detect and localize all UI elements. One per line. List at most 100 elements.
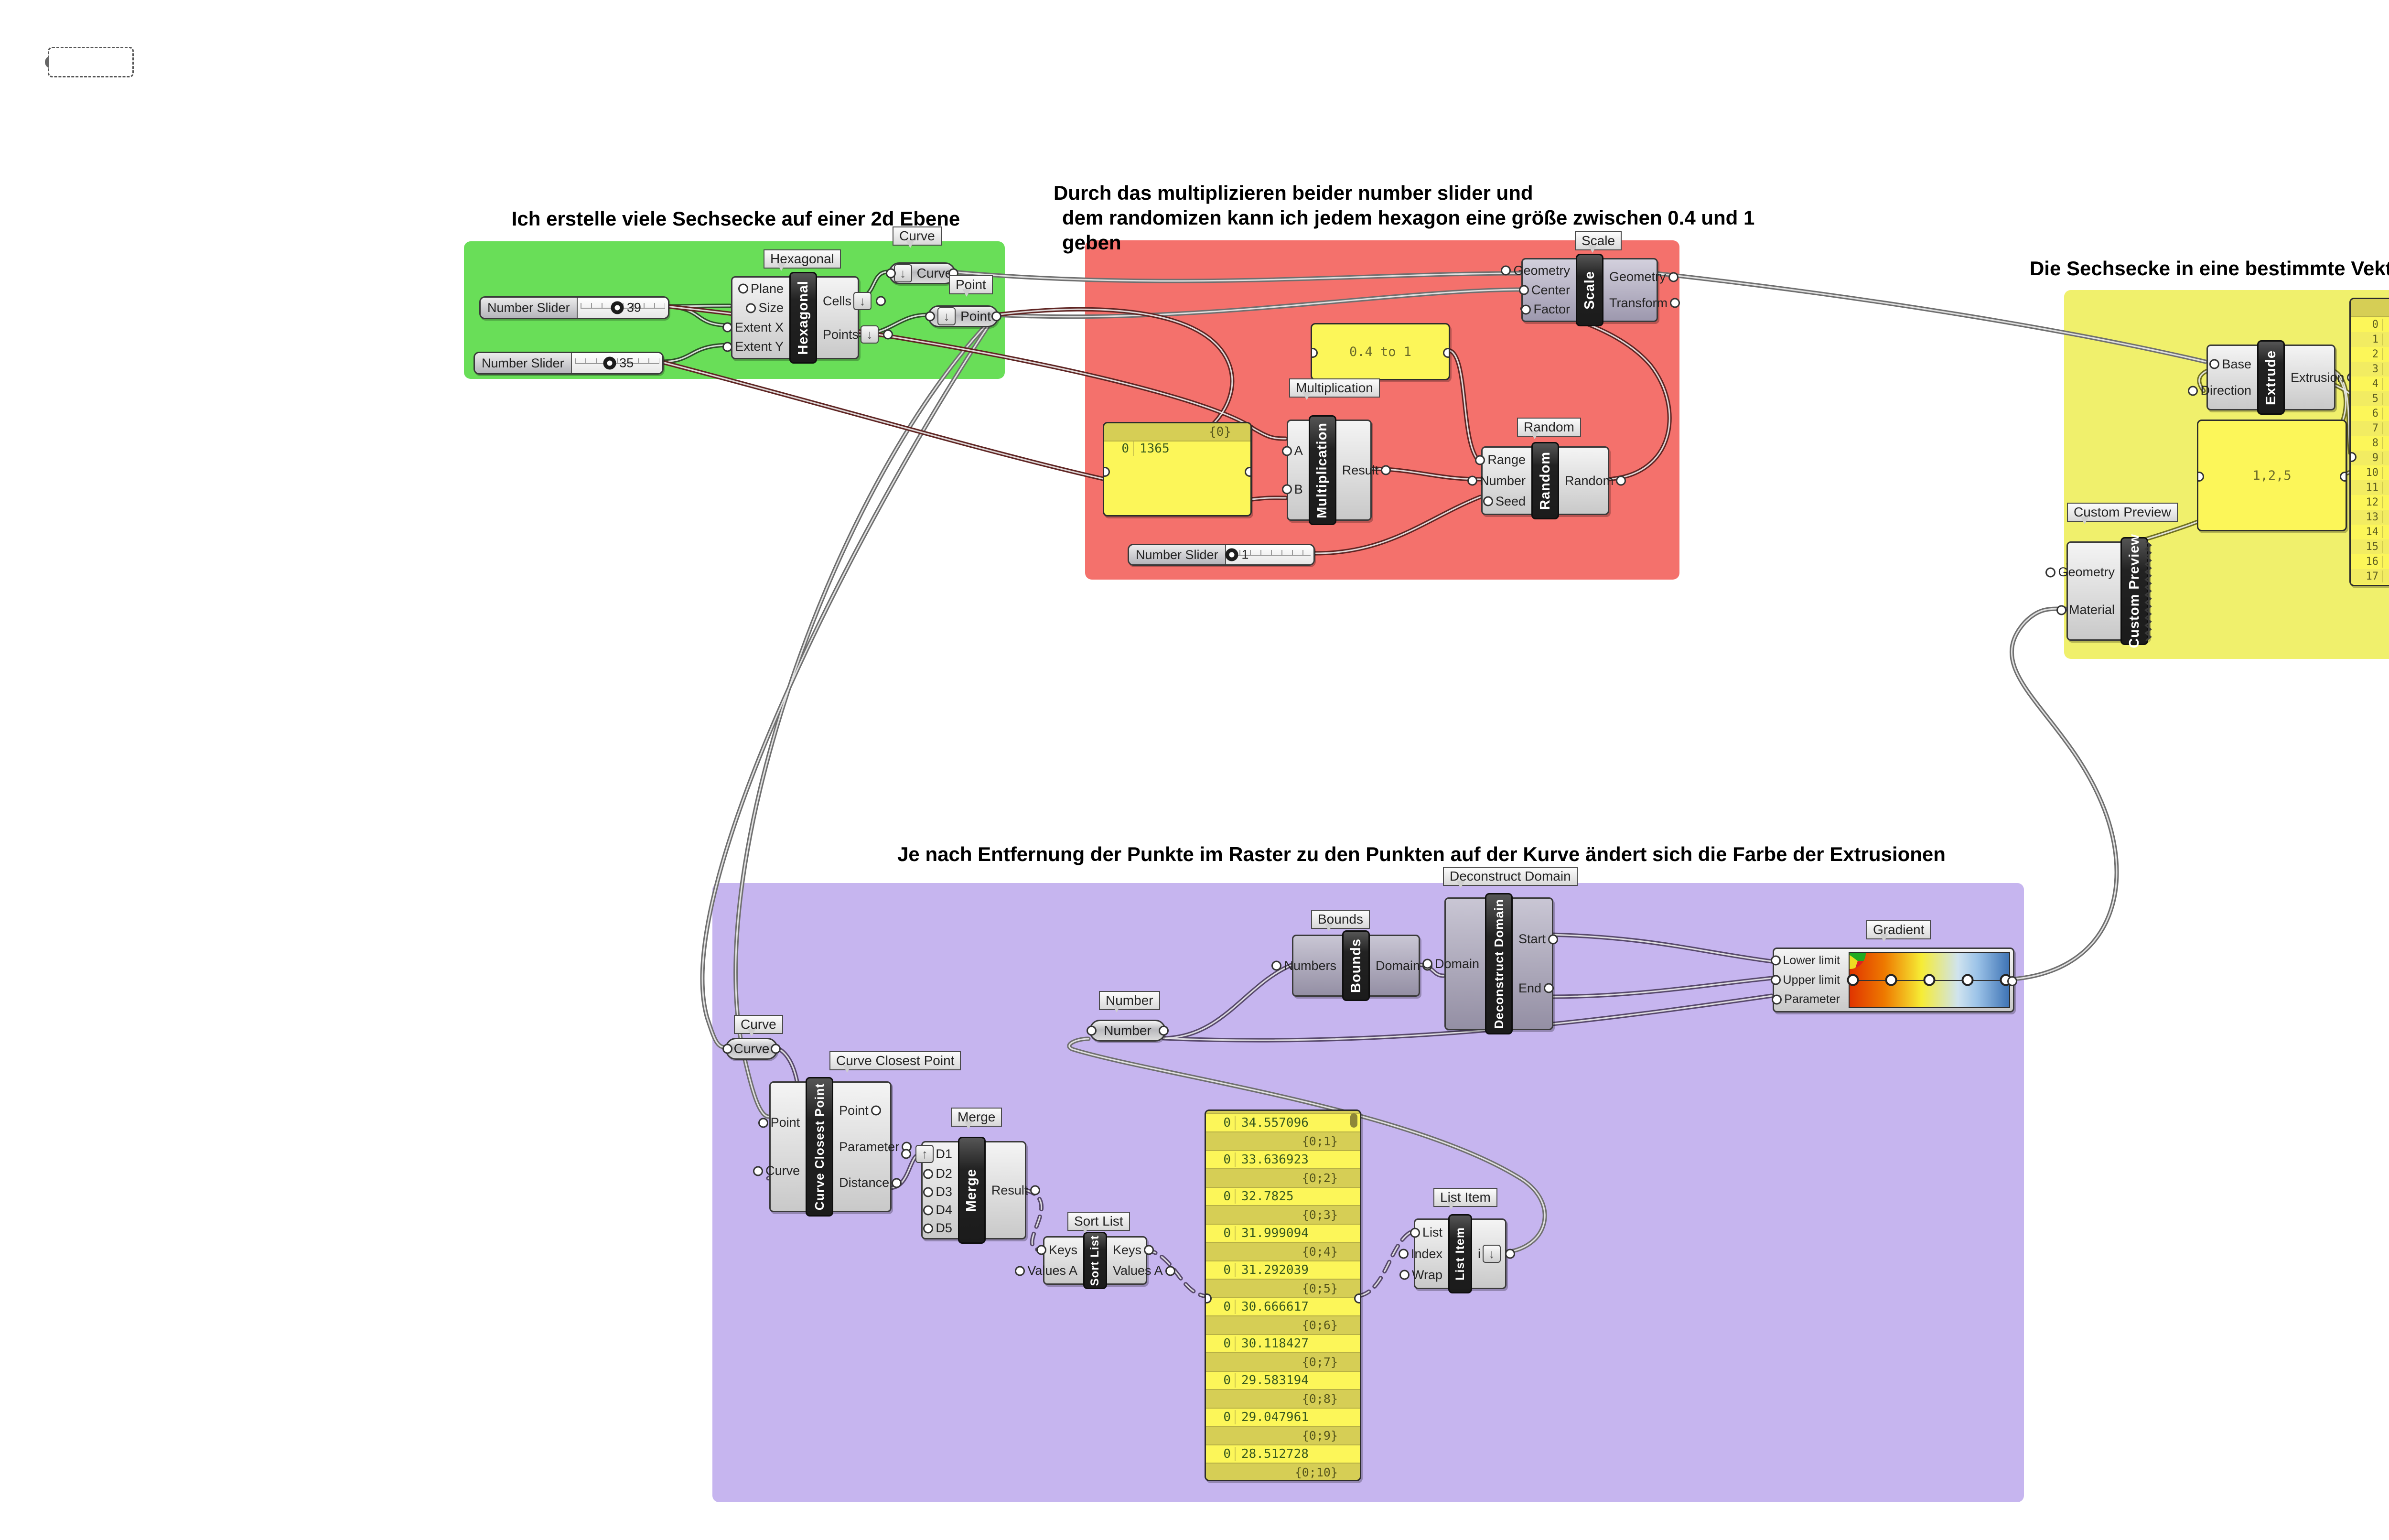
merge-component[interactable]: ↑D1 D2 D3 D4 D5 Merge Result	[915, 1137, 1028, 1244]
gradient-input-lower-limit[interactable]: Lower limit	[1777, 953, 1846, 969]
flatten-icon[interactable]: ↓	[861, 325, 879, 344]
random-component[interactable]: Range Number Seed Random Random	[1480, 442, 1614, 519]
multiplication-input-b[interactable]: B	[1289, 481, 1309, 498]
direction-panel[interactable]: 1,2,5	[2197, 420, 2347, 531]
random-input-number[interactable]: Number	[1474, 473, 1531, 489]
panel-input-nub[interactable]	[1206, 1293, 1212, 1303]
scale-component[interactable]: Geometry Center Factor Scale Geometry Tr…	[1513, 254, 1668, 326]
count-panel[interactable]: {0} 0 1365	[1103, 422, 1252, 517]
hexagonal-input-size[interactable]: Size	[753, 300, 789, 316]
dd-output-start[interactable]: Start	[1513, 931, 1551, 948]
bounds-component[interactable]: Numbers Bounds Domain	[1284, 930, 1420, 1001]
number-param[interactable]: Number	[1089, 1020, 1166, 1042]
dd-output-end[interactable]: End	[1513, 980, 1547, 997]
wire[interactable]	[2011, 608, 2118, 980]
panel-output-nub[interactable]	[1354, 1293, 1360, 1303]
number-slider-35-track[interactable]: 35	[571, 353, 662, 373]
merge-input-d4[interactable]: D4	[930, 1202, 958, 1218]
ccp-output-point[interactable]: Point	[833, 1102, 874, 1119]
gradient-grip[interactable]	[1847, 974, 1859, 986]
flatten-icon[interactable]: ↓	[893, 264, 912, 282]
scale-input-geometry[interactable]: Geometry	[1507, 262, 1576, 279]
random-input-range[interactable]: Range	[1482, 452, 1531, 468]
extrude-output-extrusion[interactable]: Extrusion	[2285, 369, 2350, 386]
panel-input-nub[interactable]	[1104, 467, 1110, 477]
panel-input-nub[interactable]	[2198, 472, 2204, 482]
deconstruct-domain-component[interactable]: Domain Deconstruct Domain Start End	[1435, 893, 1553, 1034]
random-input-seed[interactable]: Seed	[1490, 493, 1531, 510]
slider-knob[interactable]	[611, 301, 624, 314]
list-item-input-wrap[interactable]: Wrap	[1406, 1267, 1448, 1283]
point-param-green[interactable]: ↓ Point	[928, 305, 999, 327]
ccp-input-point[interactable]: Point	[765, 1114, 806, 1131]
ccp-input-curve[interactable]: Curve	[760, 1163, 806, 1179]
gradient-output-nub[interactable]	[2007, 976, 2017, 986]
extrude-input-direction[interactable]: Direction	[2195, 382, 2257, 399]
merge-output-result[interactable]: Result	[986, 1182, 1034, 1199]
panel-output-nub[interactable]	[2340, 472, 2346, 482]
flatten-icon[interactable]: ↓	[853, 292, 872, 310]
list-item-input-list[interactable]: List	[1417, 1224, 1448, 1241]
bounds-output-domain[interactable]: Domain	[1370, 958, 1426, 974]
number-slider-seed[interactable]: Number Slider 1	[1128, 544, 1315, 566]
panel-input-nub[interactable]	[2351, 452, 2357, 462]
scale-output-geometry[interactable]: Geometry	[1603, 269, 1672, 285]
random-output-random[interactable]: Random	[1559, 473, 1619, 489]
scale-input-factor[interactable]: Factor	[1528, 301, 1576, 318]
custom-preview-input-geometry[interactable]: Geometry	[2052, 564, 2120, 581]
merge-input-d3[interactable]: D3	[930, 1184, 958, 1200]
number-slider-35[interactable]: Number Slider 35	[473, 352, 664, 375]
panel-input-nub[interactable]	[1312, 348, 1318, 358]
sort-list-input-values-a[interactable]: Values A	[1022, 1262, 1083, 1279]
merge-input-d5[interactable]: D5	[930, 1220, 958, 1237]
gradient-grip[interactable]	[1885, 974, 1897, 986]
hexagonal-input-extent-x[interactable]: Extent X	[729, 319, 789, 336]
gradient-corner-icon[interactable]	[1850, 953, 1866, 969]
number-slider-39-track[interactable]: 39	[577, 298, 668, 318]
slider-knob[interactable]	[603, 356, 616, 370]
hexagonal-input-extent-y[interactable]: Extent Y	[729, 338, 789, 355]
multiplication-component[interactable]: A B Multiplication Result	[1287, 415, 1378, 525]
gradient-component[interactable]: Lower limit Upper limit Parameter	[1773, 948, 2017, 1012]
sort-list-input-keys[interactable]: Keys	[1043, 1242, 1083, 1259]
dd-input-domain[interactable]: Domain	[1429, 956, 1485, 972]
custom-preview-input-material[interactable]: Material	[2063, 602, 2120, 618]
distances-panel[interactable]: {0;0} 034.557096 {0;1} 033.636923 {0;2} …	[1205, 1109, 1361, 1481]
sort-list-output-keys[interactable]: Keys	[1107, 1242, 1147, 1259]
hexagonal-component[interactable]: Plane Size Extent X Extent Y Hexagonal C…	[729, 272, 879, 364]
ccp-output-distance[interactable]: Distance	[833, 1174, 895, 1191]
hexagonal-output-points[interactable]: Points↓	[817, 324, 886, 345]
merge-input-d1[interactable]: ↑D1	[908, 1144, 958, 1164]
ccp-output-parameter[interactable]: Parameter	[833, 1139, 905, 1155]
list-item-component[interactable]: List Index Wrap List Item i↓	[1411, 1214, 1507, 1293]
list-item-input-index[interactable]: Index	[1405, 1246, 1448, 1262]
bounds-input-numbers[interactable]: Numbers	[1278, 958, 1342, 974]
sort-list-output-values-a[interactable]: Values A	[1107, 1262, 1169, 1279]
extrusions-panel[interactable]: {0;0} 0 Open Extrusion 1 Open Extrusion …	[2349, 298, 2389, 586]
hexagonal-input-plane[interactable]: Plane	[745, 280, 789, 297]
multiplication-output-result[interactable]: Result	[1336, 462, 1385, 479]
scale-input-center[interactable]: Center	[1526, 282, 1576, 299]
merge-input-d2[interactable]: D2	[930, 1165, 958, 1182]
gradient-grip[interactable]	[1923, 974, 1936, 986]
number-slider-seed-track[interactable]: 1	[1225, 545, 1313, 564]
slider-knob[interactable]	[1225, 548, 1238, 561]
panel-output-nub[interactable]	[1245, 467, 1250, 477]
hexagonal-output-cells[interactable]: Cells↓	[817, 291, 879, 311]
wire[interactable]	[2009, 606, 2119, 981]
graft-icon[interactable]: ↑	[915, 1145, 934, 1163]
gradient-input-parameter[interactable]: Parameter	[1778, 991, 1846, 1007]
extrude-component[interactable]: Base Direction Extrude Extrusion	[2200, 340, 2345, 415]
multiplication-input-a[interactable]: A	[1289, 442, 1309, 459]
gradient-bar[interactable]	[1847, 952, 2012, 1008]
number-slider-39[interactable]: Number Slider 39	[479, 296, 669, 319]
flatten-icon[interactable]: ↓	[1483, 1245, 1501, 1263]
flatten-icon[interactable]: ↓	[937, 307, 956, 325]
custom-preview-component[interactable]: Geometry Material Custom Preview	[2058, 534, 2152, 648]
empty-selection-box[interactable]	[48, 47, 134, 77]
curve-param-purple[interactable]: Curve	[725, 1038, 778, 1060]
sort-list-component[interactable]: Keys Values A Sort List Keys Values A	[1027, 1232, 1163, 1289]
scale-output-transform[interactable]: Transform	[1603, 295, 1673, 312]
panel-output-nub[interactable]	[1443, 348, 1449, 358]
